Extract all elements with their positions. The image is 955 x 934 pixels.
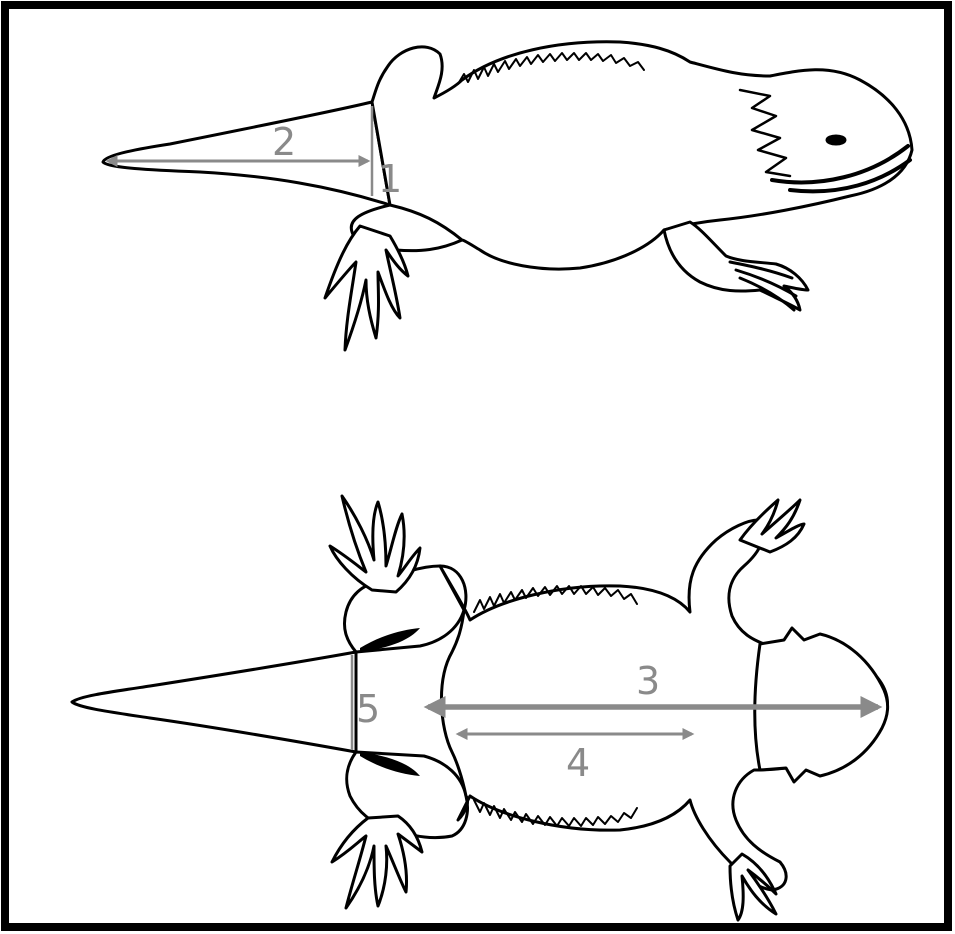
measure-label-5: 5 (356, 687, 380, 731)
measure-label-2: 2 (272, 120, 296, 164)
lateral-hind-foot (325, 226, 408, 350)
measure-label-4: 4 (566, 741, 590, 785)
dorsal-tail (72, 652, 356, 752)
lateral-front-leg (664, 222, 808, 310)
dorsal-hind-foot-lower (332, 816, 422, 908)
dorsal-hind-foot-upper (330, 496, 420, 592)
measure-label-3: 3 (636, 659, 660, 703)
lateral-eye (827, 136, 845, 144)
measure-label-1: 1 (378, 157, 402, 201)
lizard-lateral-view (103, 42, 912, 350)
lateral-tail (103, 102, 390, 205)
dorsal-front-foot-upper (740, 500, 804, 552)
